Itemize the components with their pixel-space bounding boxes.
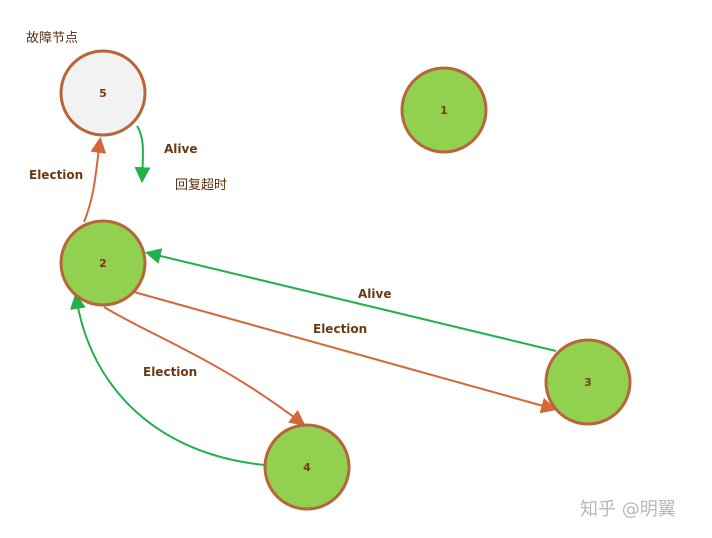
edge-election-2-to-4: [103, 306, 306, 426]
election-label-2-to-4: Election: [143, 365, 197, 379]
node-5-label: 5: [99, 87, 107, 100]
election-label-top: Election: [29, 168, 83, 182]
alive-label-3-to-2: Alive: [358, 287, 391, 301]
node-2-label: 2: [99, 257, 107, 270]
node-4-label: 4: [303, 461, 311, 474]
alive-label-top: Alive: [164, 142, 197, 156]
edge-alive-from-5: [134, 125, 151, 184]
node-5: 5: [59, 49, 147, 137]
edge-alive-4-to-2: [69, 292, 266, 466]
failed-node-note: 故障节点: [26, 31, 78, 46]
edge-alive-3-to-2: [144, 248, 557, 352]
edge-election-2-to-3: [133, 291, 558, 414]
reply-timeout-note: 回复超时: [175, 178, 227, 193]
node-1: 1: [400, 66, 488, 154]
node-1-label: 1: [440, 104, 448, 117]
election-label-2-to-3: Election: [313, 322, 367, 336]
edge-election-2-to-5: [83, 136, 107, 223]
node-4: 4: [263, 423, 351, 511]
node-3: 3: [544, 338, 632, 426]
node-2: 2: [59, 219, 147, 307]
watermark: 知乎 @明翼: [580, 499, 676, 520]
node-3-label: 3: [584, 376, 592, 389]
